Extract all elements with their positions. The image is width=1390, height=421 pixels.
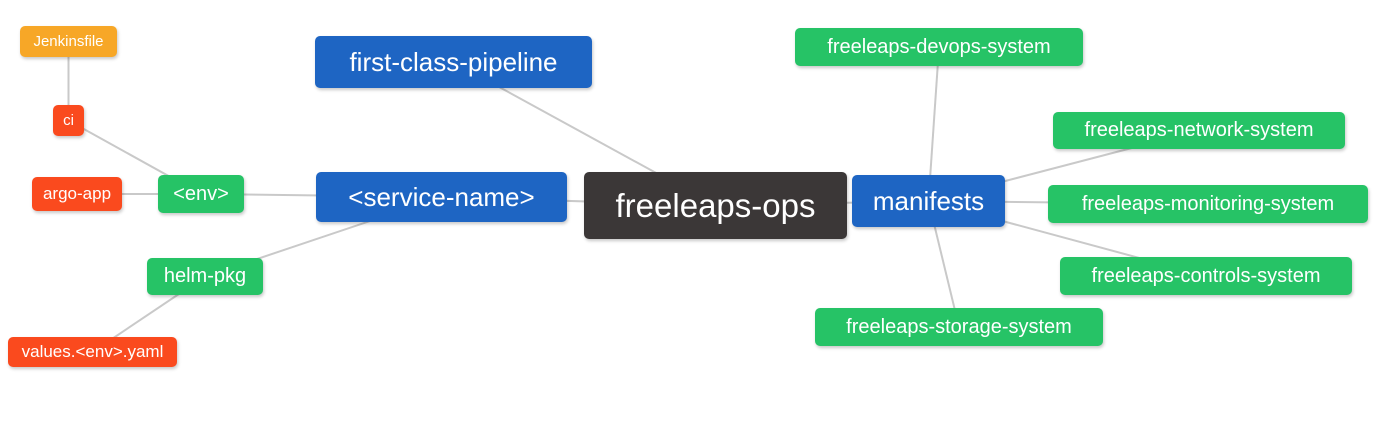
- node-freeleaps-ops-root[interactable]: freeleaps-ops: [584, 172, 847, 239]
- node-jenkinsfile[interactable]: Jenkinsfile: [20, 26, 117, 57]
- node-env[interactable]: <env>: [158, 175, 244, 213]
- node-service-name[interactable]: <service-name>: [316, 172, 567, 222]
- node-freeleaps-monitoring-system[interactable]: freeleaps-monitoring-system: [1048, 185, 1368, 223]
- node-freeleaps-devops-system[interactable]: freeleaps-devops-system: [795, 28, 1083, 66]
- node-freeleaps-storage-system[interactable]: freeleaps-storage-system: [815, 308, 1103, 346]
- node-first-class-pipeline[interactable]: first-class-pipeline: [315, 36, 592, 88]
- node-freeleaps-controls-system[interactable]: freeleaps-controls-system: [1060, 257, 1352, 295]
- node-values-env-yaml[interactable]: values.<env>.yaml: [8, 337, 177, 367]
- node-argo-app[interactable]: argo-app: [32, 177, 122, 211]
- node-manifests[interactable]: manifests: [852, 175, 1005, 227]
- node-helm-pkg[interactable]: helm-pkg: [147, 258, 263, 295]
- node-ci[interactable]: ci: [53, 105, 84, 136]
- node-freeleaps-network-system[interactable]: freeleaps-network-system: [1053, 112, 1345, 149]
